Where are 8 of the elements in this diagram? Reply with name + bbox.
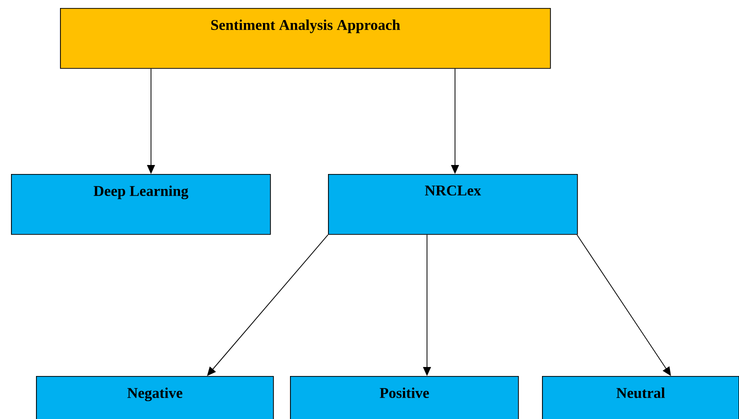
category-box: Positive [290, 376, 519, 419]
arrow [576, 234, 671, 376]
arrow [207, 234, 328, 376]
title-box: Sentiment Analysis Approach [60, 8, 551, 69]
category-box: Neutral [542, 376, 739, 419]
category-box: Negative [36, 376, 274, 419]
category-box: Deep Learning [11, 174, 271, 235]
category-box: NRCLex [328, 174, 578, 235]
